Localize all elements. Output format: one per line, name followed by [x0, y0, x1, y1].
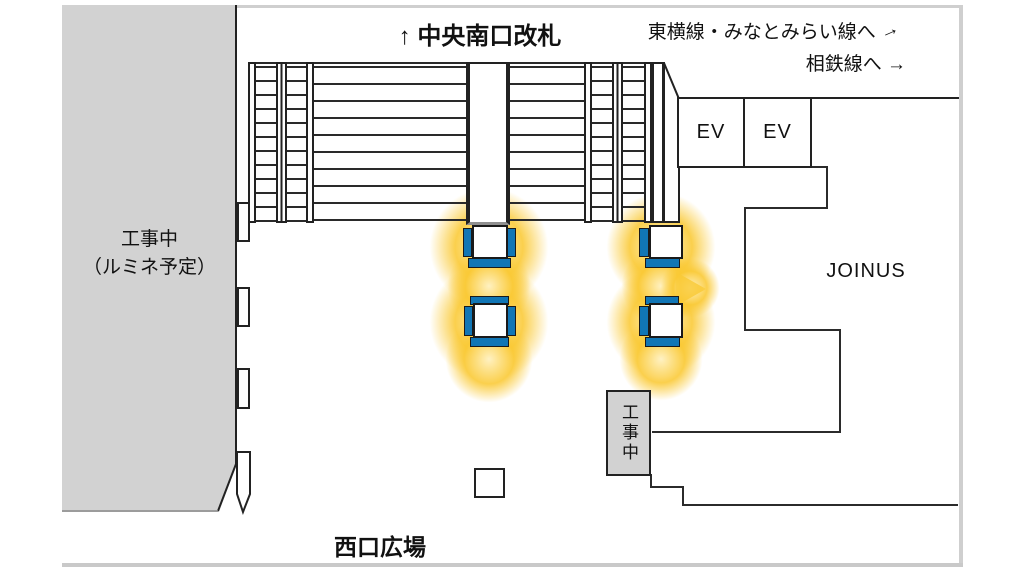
pillar-panel [507, 306, 516, 336]
edge-pillar [237, 287, 250, 327]
elevator-box-1: EV [677, 97, 745, 168]
edge-pillar [236, 451, 251, 515]
pillar-marker-top-left [461, 223, 518, 269]
escalator-rail [584, 62, 592, 223]
stair-treads-right [510, 66, 590, 221]
construction-small-label: 工事中 [619, 403, 638, 463]
joinus-area-label: JOINUS [826, 260, 906, 282]
stairs-top-edge [250, 62, 665, 64]
arrow-right-icon: → [887, 54, 906, 75]
west-plaza-label: 西口広場 [334, 534, 426, 560]
construction-label-line2: （ルミネ予定） [82, 256, 216, 278]
construction-label-line1: 工事中 [120, 229, 178, 250]
map-border-right [959, 5, 963, 567]
escalator-rail [306, 62, 314, 223]
construction-area-lumine [62, 5, 237, 512]
joinus-boundary-lower [650, 474, 958, 506]
pillar-marker-bottom-left [461, 294, 518, 348]
elevator-label: EV [696, 121, 726, 143]
arrow-up-right-icon: → [876, 17, 903, 45]
escalator-rail [644, 62, 652, 223]
pillar-panel [639, 306, 649, 336]
map-border-top [237, 5, 960, 8]
map-border-bottom [62, 563, 963, 567]
pillar-core [472, 225, 508, 259]
stair-treads-left [314, 66, 467, 221]
edge-pillar [237, 202, 250, 242]
landing-corridor [466, 62, 510, 225]
sotetsu-line-label: 相鉄線へ → [600, 49, 906, 76]
pillar-panel [639, 228, 649, 257]
pillar-panel [470, 337, 509, 347]
small-pillar-box [474, 468, 505, 498]
escalator-rail [612, 62, 623, 223]
pillar-panel [463, 228, 472, 257]
pillar-marker-bottom-right [637, 294, 684, 348]
pillar-core [649, 225, 683, 259]
pillar-marker-top-right [637, 223, 684, 269]
central-south-gate-label: ↑ 中央南口改札 [398, 23, 562, 50]
pillar-panel [464, 306, 473, 336]
pillar-core [473, 303, 508, 338]
construction-small-box: 工事中 [606, 390, 651, 476]
construction-area-edge [235, 5, 237, 465]
edge-pillar [237, 368, 250, 409]
sotetsu-text: 相鉄線へ [805, 54, 882, 75]
pillar-panel [468, 258, 511, 268]
pillar-panel [507, 228, 516, 257]
toyoko-minatomirai-text: 東横線・みなとみらい線へ [647, 22, 876, 43]
pillar-panel [645, 337, 680, 347]
stairs-side-strip [652, 62, 664, 223]
escalator-rail [248, 62, 256, 223]
pillar-panel [645, 258, 680, 268]
construction-area-label: 工事中 （ルミネ予定） [62, 226, 237, 281]
elevator-box-2: EV [743, 97, 812, 168]
escalator-rail [276, 62, 287, 223]
pillar-core [649, 303, 683, 338]
toyoko-minatomirai-label: 東横線・みなとみらい線へ → [598, 17, 903, 45]
elevator-label: EV [763, 121, 792, 143]
